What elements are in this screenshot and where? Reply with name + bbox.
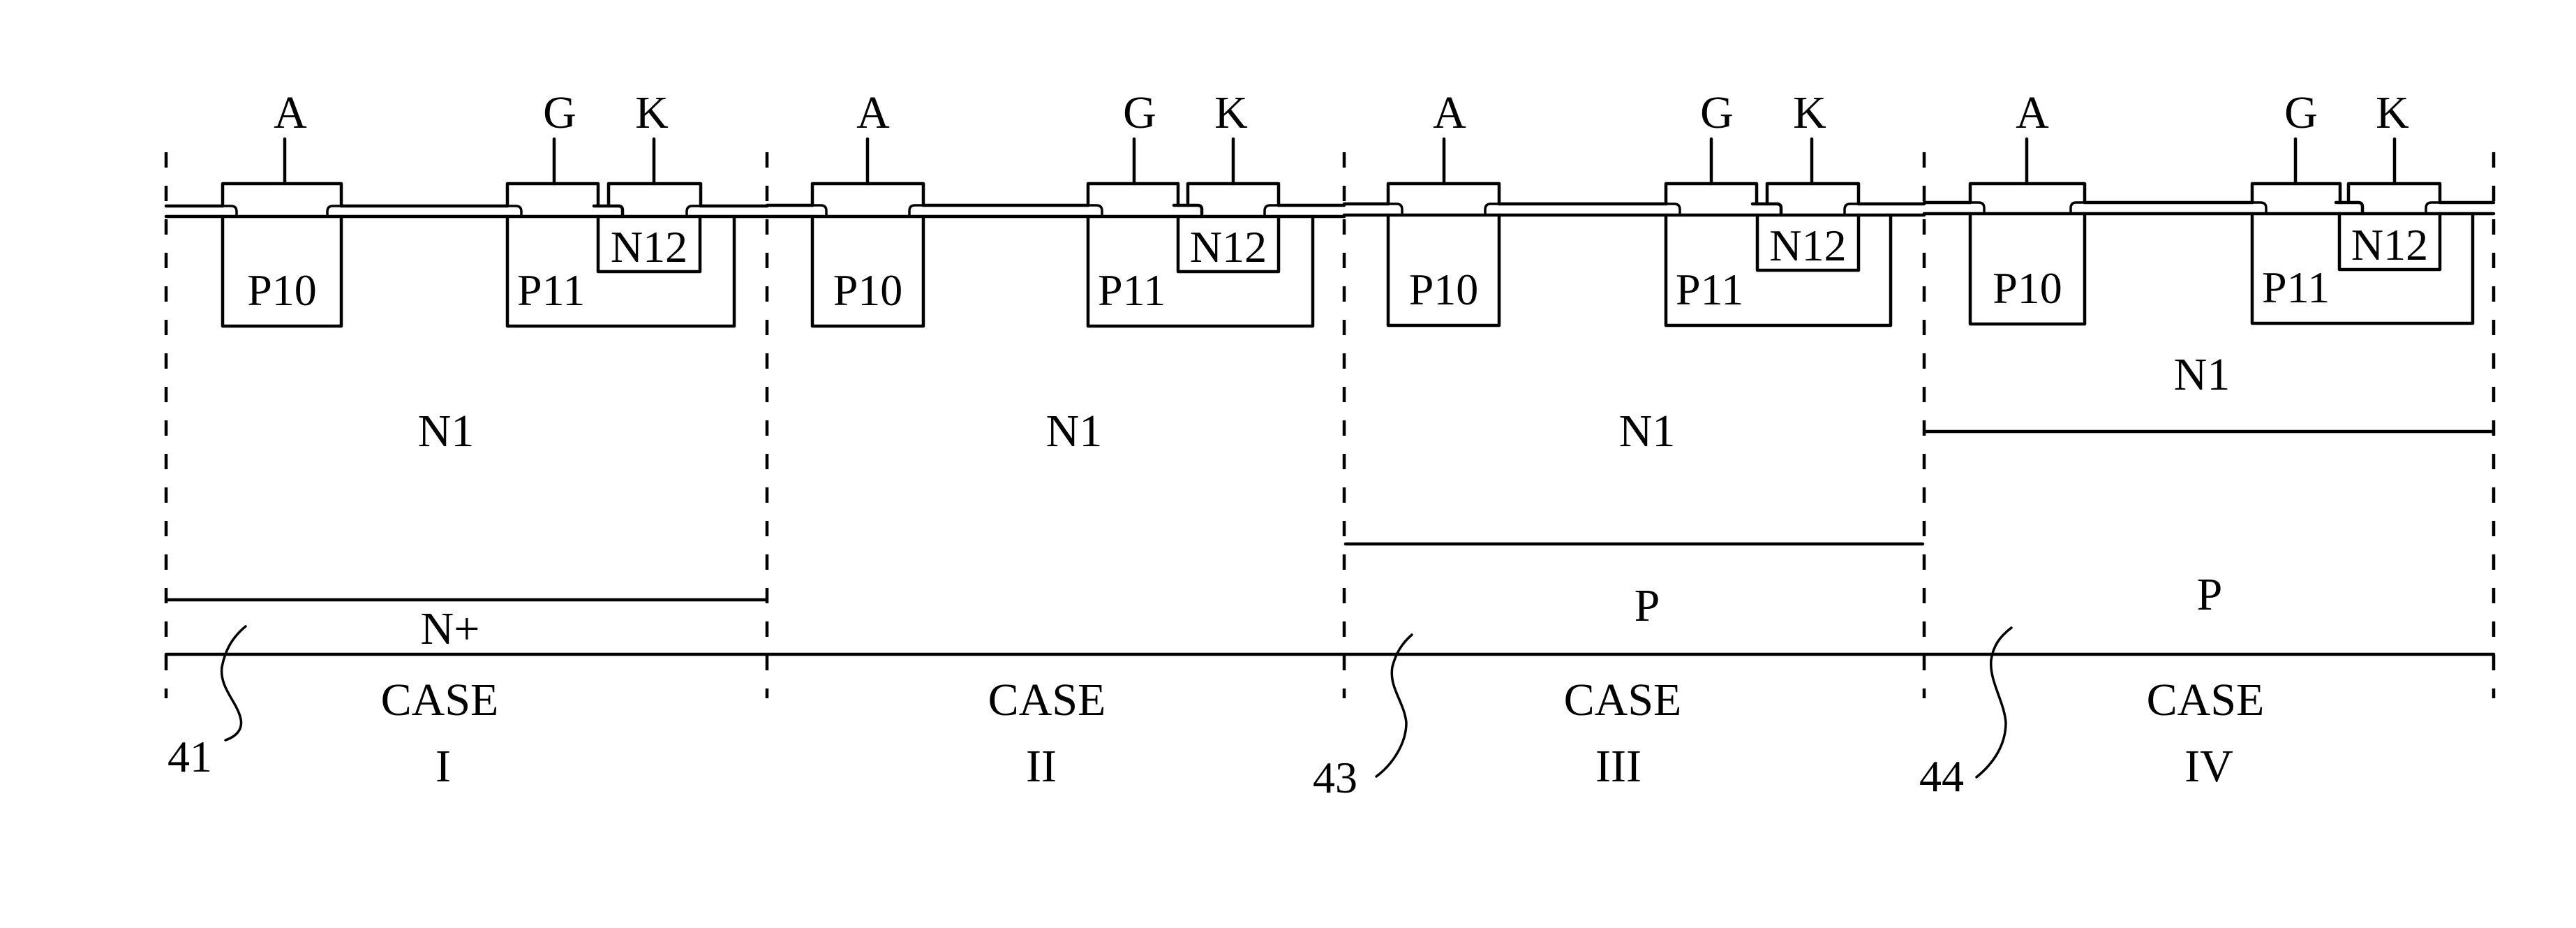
gate-contact [1088,184,1178,205]
p11-label: P11 [2262,263,2330,312]
n1-layer-label: N1 [1046,406,1103,457]
n12-label: N12 [2351,220,2428,270]
n-plus-layer-label: N+ [421,603,480,654]
case-1-cross-section: A G K P10 P11 N12N1N+ CASE I [166,87,767,792]
p11-label: P11 [1098,265,1166,315]
p-layer-label: P [2197,569,2223,620]
cathode-contact [609,184,701,206]
case-number: IV [2184,741,2233,792]
n1-layer-label: N1 [2174,349,2231,400]
terminal-label-a: A [274,87,307,138]
oxide-edge [909,205,923,216]
terminal-label-k: K [2376,87,2409,138]
case-3-cross-section: A G K P10 P11 N12N1P CASE III [1344,87,1924,792]
reference-numeral-41: 41 [167,732,212,781]
cathode-contact [1767,184,1859,204]
case-number: III [1595,741,1641,792]
case-caption: CASE [381,675,499,726]
n12-label: N12 [611,222,687,272]
oxide-edge [1388,204,1402,215]
terminal-label-g: G [2284,87,2318,138]
reference-leader-line [222,626,246,740]
anode-contact [1970,184,2085,202]
terminal-label-k: K [1793,87,1826,138]
reference-leader-line [1376,635,1412,776]
anode-contact [1388,184,1499,204]
p10-label: P10 [833,265,903,315]
case-number: II [1026,741,1057,792]
oxide-edge [1845,204,1859,215]
gate-contact [2252,184,2340,202]
oxide-edge [1666,204,1680,215]
cathode-contact [2348,184,2440,202]
oxide-island [1752,204,1781,215]
n12-label: N12 [1769,221,1846,270]
case-2-cross-section: A G K P10 P11 N12N1CASE II [767,87,1344,792]
case-4-cross-section: A G K P10 P11 N12N1P CASE IV [1924,87,2494,792]
terminal-label-k: K [635,87,669,138]
oxide-edge [812,205,826,216]
case-caption: CASE [988,675,1106,726]
gate-contact [507,184,598,206]
p10-label: P10 [1993,263,2062,313]
p-layer-label: P [1635,580,1660,631]
oxide-edge [1088,205,1102,216]
oxide-edge [2426,202,2440,214]
oxide-edge [1485,204,1499,215]
terminal-label-a: A [1433,87,1466,138]
reference-numeral-43: 43 [1313,753,1357,802]
n1-layer-label: N1 [1619,406,1676,457]
terminal-label-k: K [1214,87,1248,138]
terminal-label-g: G [1123,87,1156,138]
oxide-edge [1265,205,1279,216]
n12-label: N12 [1190,222,1267,272]
p11-label: P11 [517,265,585,315]
oxide-edge [2071,202,2085,214]
oxide-edge [2252,202,2266,214]
p10-label: P10 [1409,265,1479,314]
case-caption: CASE [1564,675,1682,726]
cathode-contact [1188,184,1279,205]
anode-contact [812,184,923,205]
case-number: I [435,741,451,792]
gate-contact [1666,184,1757,204]
case-caption: CASE [2147,675,2265,726]
oxide-island [1174,205,1202,216]
terminal-label-g: G [1700,87,1734,138]
terminal-label-a: A [2016,87,2049,138]
oxide-edge [1970,202,1984,214]
terminal-label-a: A [856,87,890,138]
reference-numeral-44: 44 [1919,751,1964,801]
anode-contact [223,184,341,206]
reference-leader-line [1976,628,2011,777]
p11-label: P11 [1676,265,1743,314]
terminal-label-g: G [543,87,576,138]
n1-layer-label: N1 [418,406,475,457]
oxide-island [2336,202,2362,214]
p10-label: P10 [247,265,317,315]
